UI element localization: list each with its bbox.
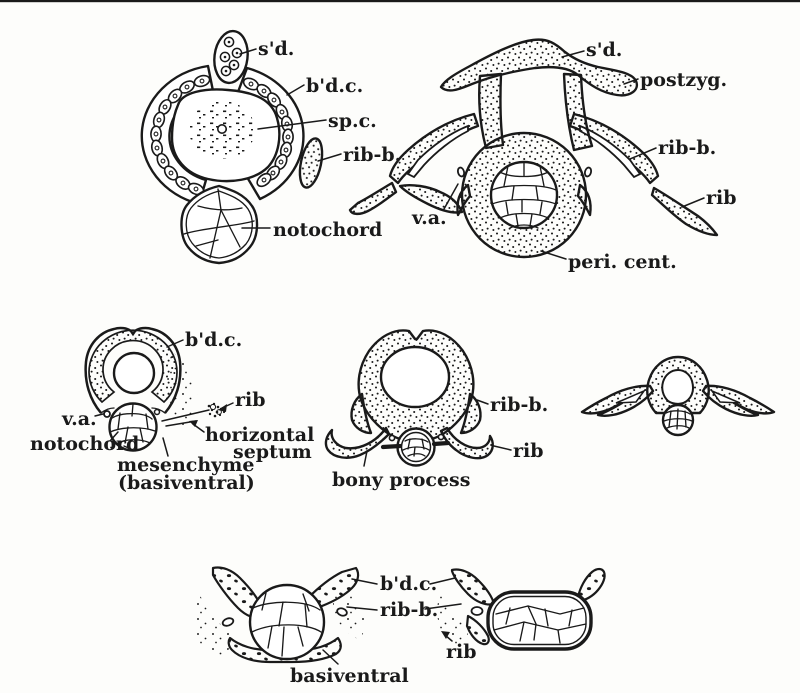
left-upper-appendage-g [450, 568, 496, 606]
label-a-bdc: b'd.c. [306, 75, 363, 97]
basiventral-leader [322, 649, 339, 665]
label-b-pericent: peri. cent. [568, 251, 677, 273]
left-foramen [456, 166, 466, 178]
label-b-sd: s'd. [586, 39, 622, 61]
neural-canal-e [661, 368, 694, 405]
label-c-mesenchyme-1: mesenchyme [117, 454, 254, 476]
wing-left-slit [615, 389, 647, 404]
label-c-septum-1: horizontal [205, 424, 314, 446]
neural-canal-d [379, 345, 451, 409]
bony-process-right [431, 440, 451, 447]
arch-outline-c [84, 326, 182, 414]
rib-hook-right [439, 426, 494, 460]
arch-band-c [88, 329, 178, 404]
label-b-rib: rib [706, 187, 737, 209]
label-d-ribb: rib-b. [490, 394, 548, 416]
label-fg-bdc: b'd.c. [380, 573, 437, 595]
septum-arrowhead [189, 420, 198, 427]
right-wing-slit [579, 124, 642, 179]
notochord-a-cells [183, 188, 255, 259]
notochord-a [180, 184, 259, 265]
wing-right-slit [709, 389, 741, 404]
figure-ossified-stage: s'd. postzyg. rib-b. rib v.a. peri. cent… [348, 38, 737, 273]
figure-mesenchyme-stage: b'd.c. v.a. notochord mesenchyme (basive… [30, 326, 314, 494]
ventral-arcualia-dot [103, 410, 111, 418]
oval-cell-g [470, 606, 484, 616]
leader-lines-d [363, 399, 512, 467]
figure-basiventral-stage: basiventral [191, 566, 409, 687]
mesenchyme-left-f [191, 590, 231, 658]
rib-arrowhead-g [441, 631, 450, 639]
notochord-b-cells [491, 161, 557, 229]
label-a-spc: sp.c. [328, 110, 377, 132]
cartilage-cells [150, 74, 294, 196]
label-c-mesenchyme-2: (basiventral) [118, 472, 255, 494]
label-a-ribb: rib-b. [343, 144, 401, 166]
neural-canal-c [112, 351, 156, 395]
figure-winged-vertebra [580, 355, 776, 437]
leader-lines-a [239, 48, 342, 229]
label-fg-ribb: rib-b. [380, 599, 438, 621]
notochord-g [486, 590, 593, 651]
label-b-postzyg: postzyg. [640, 69, 727, 91]
label-b-ribb: rib-b. [658, 137, 716, 159]
figure-notochord-segment: rib [437, 567, 606, 663]
left-bulge-d [350, 392, 373, 435]
label-b-va: v.a. [411, 207, 447, 229]
supradorsal [213, 29, 249, 85]
supradorsal-bar [439, 38, 639, 97]
neural-arch-pillar-right [562, 72, 594, 152]
label-a-sd: s'd. [258, 38, 294, 60]
label-d-bony-process: bony process [332, 469, 470, 491]
centrum-right-flare [576, 183, 592, 217]
leader-lines-fg [346, 577, 462, 611]
right-dot-c [153, 408, 161, 416]
notochord-c [108, 402, 158, 452]
left-wing-slit [406, 124, 469, 179]
right-rib [650, 186, 719, 237]
left-dot-d [388, 434, 396, 442]
wing-left [580, 384, 655, 417]
bony-process-left [380, 443, 403, 450]
top-right-appendage-g [576, 567, 606, 603]
oval-cell-left-f [221, 617, 235, 627]
spinal-cord [170, 88, 281, 183]
notochord-f [248, 583, 326, 661]
label-d-rib: rib [513, 440, 544, 462]
wing-right [701, 384, 776, 417]
rib-arrowhead [218, 404, 227, 412]
label-c-notochord: notochord [30, 433, 139, 455]
notochord-e [661, 403, 695, 437]
figure-cartilage-stage: s'd. b'd.c. sp.c. rib-b. notochord [140, 29, 401, 265]
centrum-left-flare [456, 183, 472, 217]
right-bulge-rib-bearer [459, 392, 482, 435]
mesenchyme-rib-g [437, 594, 469, 648]
rib-hook-left [324, 426, 391, 459]
leader-lines-b [443, 50, 705, 260]
right-foramen [583, 166, 593, 178]
notochord-d [396, 427, 436, 467]
rib-bearer-bud [298, 137, 324, 189]
figure-rib-bearer-stage: rib-b. rib bony process [324, 329, 548, 491]
label-c-rib: rib [235, 389, 266, 411]
label-c-septum-2: septum [233, 441, 312, 463]
label-f-basiventral: basiventral [290, 665, 409, 687]
right-dot-d [437, 433, 445, 441]
label-a-notochord: notochord [273, 219, 382, 241]
label-c-va: v.a. [61, 408, 97, 430]
plate-top-edge [0, 0, 800, 3]
label-c-bdc: b'd.c. [185, 329, 242, 351]
label-g-rib: rib [446, 641, 477, 663]
oval-cell-right-f [336, 607, 348, 617]
left-lower-appendage-g [465, 614, 490, 646]
bottom-shared-labels: b'd.c. rib-b. [346, 573, 462, 621]
left-rib [348, 181, 398, 216]
